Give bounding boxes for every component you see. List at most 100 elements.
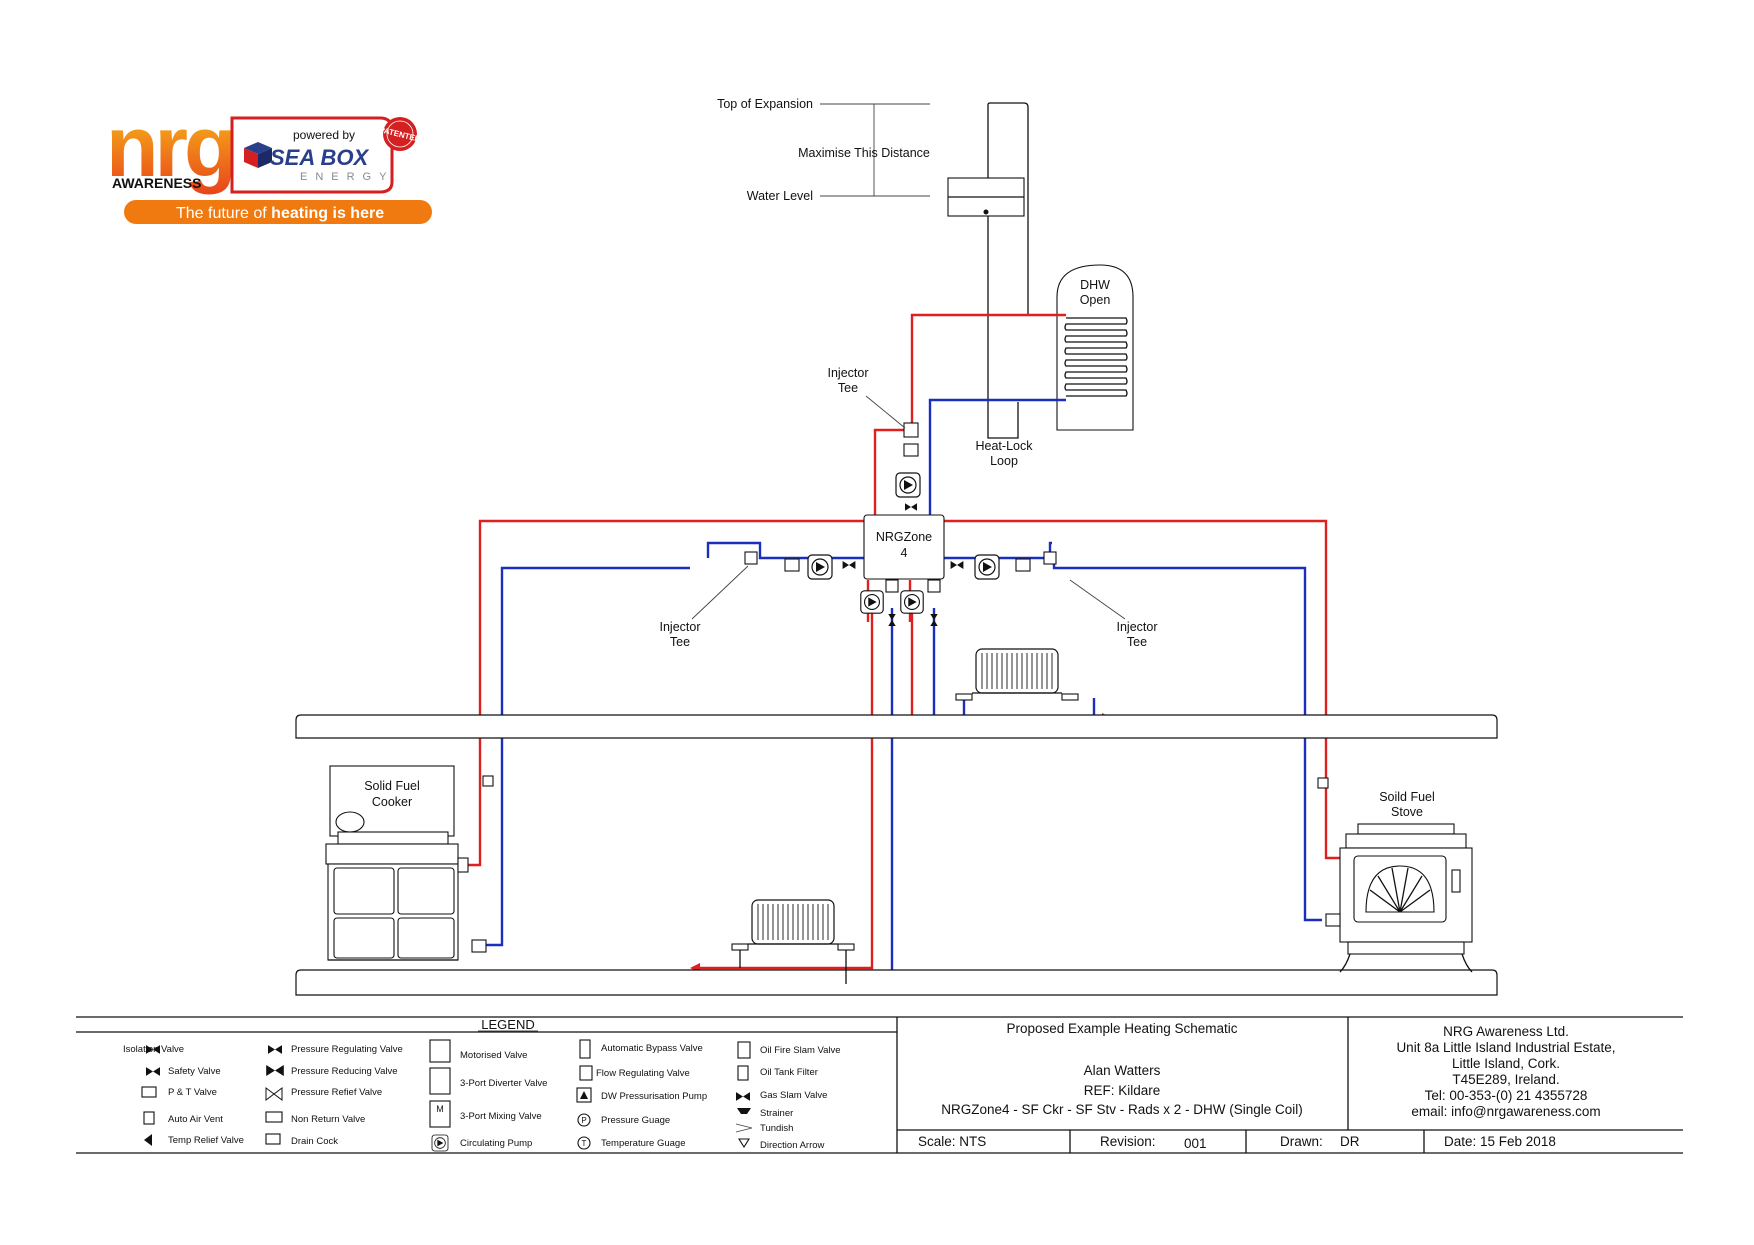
heat-lock-loop-label-2: Loop (990, 454, 1018, 468)
injector-tee-callouts: Injector Tee Injector Tee Injector Tee H… (660, 366, 1158, 649)
circulating-pump-icon (431, 1134, 449, 1152)
legend-circulating-pump: Circulating Pump (460, 1138, 532, 1149)
powered-by-label: powered by (293, 128, 355, 142)
date-label: Date: 15 Feb 2018 (1444, 1134, 1556, 1149)
legend-temp-relief-valve: Temp Relief Valve (168, 1135, 244, 1146)
company-address-2: Little Island, Cork. (1452, 1056, 1560, 1071)
legend-auto-air-vent: Auto Air Vent (168, 1114, 223, 1125)
temp-relief-valve-icon (144, 1134, 152, 1146)
seabox-frame (230, 116, 394, 194)
dhw-label: DHW (1080, 278, 1110, 292)
tagline-bar (124, 200, 432, 224)
seabox-wordmark: SEA BOX (270, 145, 370, 170)
patented-seal: PATENTED (378, 117, 422, 151)
legend-gas-slam: Gas Slam Valve (760, 1090, 827, 1101)
flow-regulating-valve-icon (579, 1065, 593, 1081)
legend-dw-pressurisation: DW Pressurisation Pump (601, 1091, 707, 1102)
isolation-valve-icon (930, 614, 938, 626)
system-description: NRGZone4 - SF Ckr - SF Stv - Rads x 2 - … (941, 1102, 1303, 1117)
injector-tee-icon (903, 422, 919, 438)
legend-safety-valve: Safety Valve (168, 1066, 221, 1077)
auto-air-vent-icon (482, 775, 494, 787)
direction-arrow-icon (738, 1138, 750, 1149)
auto-air-vent-icon (143, 1111, 155, 1125)
non-return-valve-icon (265, 1111, 283, 1123)
revision-value: 001 (1184, 1136, 1207, 1151)
dhw-coil (1064, 317, 1128, 397)
legend-title: LEGEND (481, 1017, 534, 1032)
maximise-distance-label: Maximise This Distance (798, 146, 930, 160)
circulating-pump-icon (807, 554, 833, 580)
oil-tank-filter-icon (737, 1065, 749, 1081)
injector-tee-top-label-2: Tee (838, 381, 858, 395)
legend-isolation-valve: Isolation Valve (123, 1044, 184, 1055)
legend-direction-arrow: Direction Arrow (760, 1140, 825, 1151)
legend-strainer: Strainer (760, 1108, 793, 1119)
auto-air-vent-icon (1317, 777, 1329, 789)
radiator-upper (955, 648, 1079, 701)
mixing-valve-symbol: M (436, 1104, 444, 1114)
nrgzone-number: 4 (901, 546, 908, 560)
injector-tee-right-label: Injector (1117, 620, 1158, 634)
isolation-valve-icon (905, 503, 917, 511)
legend-3port-mixing: 3-Port Mixing Valve (460, 1111, 542, 1122)
legend-pressure-regulating: Pressure Regulating Valve (291, 1044, 403, 1055)
pt-valve-icon (141, 1086, 157, 1098)
nrgzone-label: NRGZone (876, 530, 932, 544)
non-return-valve-icon (784, 558, 800, 572)
stove-label-2: Stove (1391, 805, 1423, 819)
injector-tee-top-label: Injector (828, 366, 869, 380)
ground-floor (295, 969, 1498, 996)
nrgzone-manifold: NRGZone 4 (744, 422, 1057, 626)
drawn-value: DR (1340, 1134, 1360, 1149)
upper-floor (295, 714, 1498, 739)
client-name: Alan Watters (1084, 1063, 1161, 1078)
pressure-regulating-valve-icon (268, 1045, 282, 1054)
temperature-gauge-symbol: T (582, 1139, 587, 1148)
reference: REF: Kildare (1084, 1083, 1161, 1098)
legend-3port-diverter: 3-Port Diverter Valve (460, 1078, 547, 1089)
diverter-valve-icon (429, 1067, 451, 1095)
seabox-cube-icon (244, 142, 272, 168)
tundish-icon (735, 1123, 753, 1133)
isolation-valve-icon (950, 561, 964, 569)
solid-fuel-cooker: Solid Fuel Cooker (325, 765, 494, 961)
circulating-pump-icon (900, 590, 924, 614)
injector-tee-left-label: Injector (660, 620, 701, 634)
awareness-label: AWARENESS (112, 175, 201, 191)
pressure-relief-valve-icon (265, 1087, 283, 1101)
non-return-valve-icon (903, 443, 919, 457)
legend-pressure-relief: Pressure Refief Valve (291, 1087, 382, 1098)
isolation-valve-icon (842, 561, 856, 569)
legend-temperature-gauge: Temperature Guage (601, 1138, 686, 1149)
top-of-expansion-label: Top of Expansion (717, 97, 813, 111)
revision-label: Revision: (1100, 1134, 1156, 1149)
cooker-label: Solid Fuel (364, 779, 420, 793)
strainer-icon (737, 1108, 751, 1114)
legend-drain-cock: Drain Cock (291, 1136, 338, 1147)
nrg-logo: nrg AWARENESS powered by SEA BOX ENERGY … (106, 99, 432, 224)
legend-pt-valve: P & T Valve (168, 1087, 217, 1098)
motorised-valve-icon (429, 1039, 451, 1063)
pressure-gauge-symbol: P (581, 1116, 586, 1125)
legend-automatic-bypass: Automatic Bypass Valve (601, 1043, 703, 1054)
company-phone: Tel: 00-353-(0) 21 4355728 (1425, 1088, 1588, 1103)
stove-label: Soild Fuel (1379, 790, 1435, 804)
injector-tee-left-label-2: Tee (670, 635, 690, 649)
expansion-dimension: Top of Expansion Maximise This Distance … (717, 97, 930, 203)
legend-pressure-reducing: Pressure Reducing Valve (291, 1066, 398, 1077)
pressure-gauge-icon (577, 1113, 591, 1127)
circulating-pump-icon (860, 590, 884, 614)
isolation-valve-icon (888, 614, 896, 626)
dhw-cylinder: DHW Open (1056, 264, 1134, 431)
oil-fire-slam-valve-icon (737, 1041, 751, 1059)
scale-label: Scale: NTS (918, 1134, 986, 1149)
legend-motorised-valve: Motorised Valve (460, 1050, 527, 1061)
energy-wordmark: ENERGY (300, 171, 394, 183)
legend-oil-fire-slam: Oil Fire Slam Valve (760, 1045, 841, 1056)
company-address-1: Unit 8a Little Island Industrial Estate, (1396, 1040, 1615, 1055)
cooker-label-2: Cooker (372, 795, 412, 809)
injector-tee-icon (1043, 551, 1057, 565)
automatic-bypass-valve-icon (579, 1039, 591, 1059)
